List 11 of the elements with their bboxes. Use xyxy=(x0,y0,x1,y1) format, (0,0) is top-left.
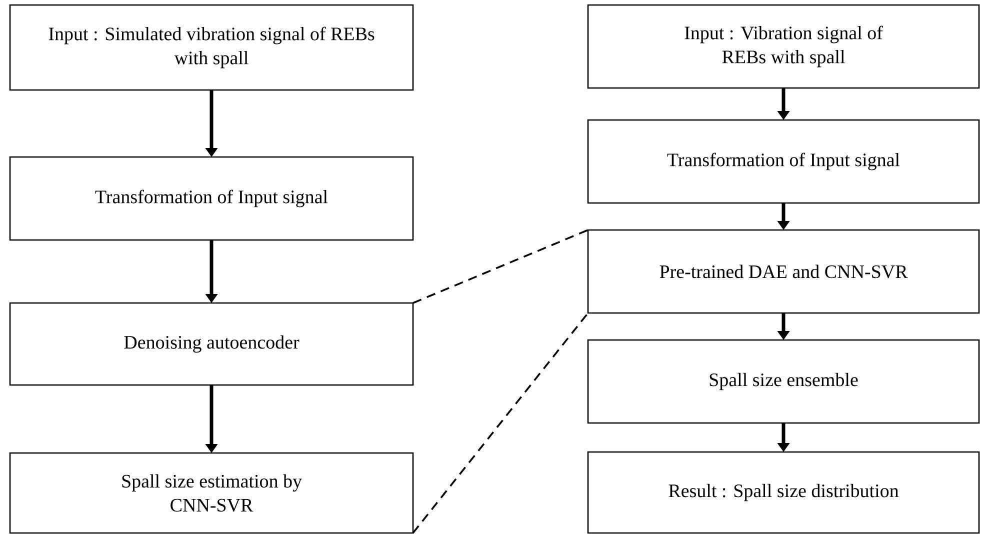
dashed-line xyxy=(412,229,588,304)
dashed-line xyxy=(412,312,589,534)
process-box: Denoising autoencoder xyxy=(9,302,414,386)
process-box: Spall size ensemble xyxy=(587,339,980,424)
process-box: Transformation of Input signal xyxy=(9,156,414,241)
process-box: Spall size estimation by CNN-SVR xyxy=(9,452,414,534)
process-box: Pre-trained DAE and CNN-SVR xyxy=(587,229,980,314)
process-box: Transformation of Input signal xyxy=(587,119,980,204)
process-box: Input : Vibration signal of REBs with spall xyxy=(587,4,980,89)
process-box: Input : Simulated vibration signal of REBs with spall xyxy=(9,4,414,91)
process-box: Result : Spall size distribution xyxy=(587,451,980,534)
